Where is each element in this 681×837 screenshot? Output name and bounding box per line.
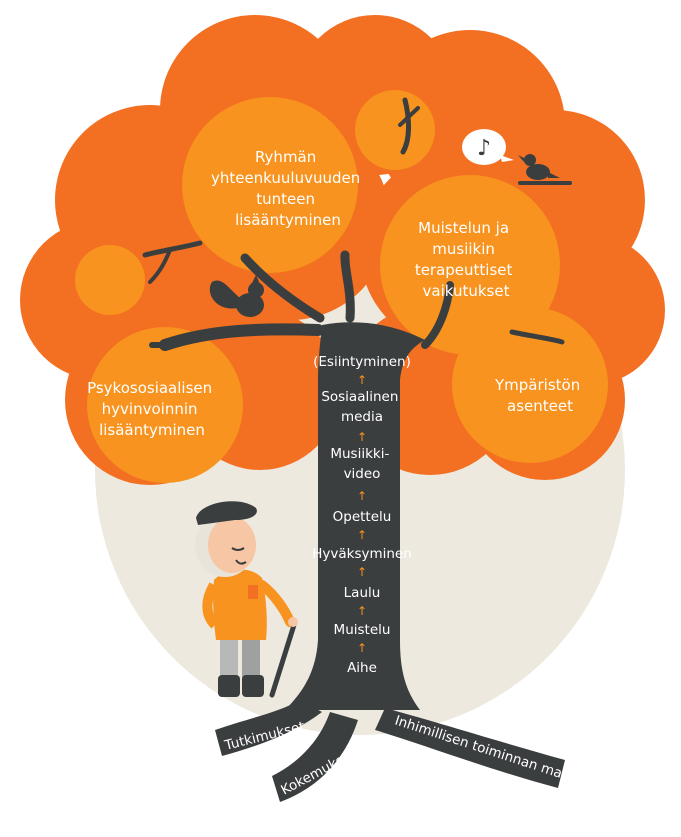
- trunk-steps: (Esiintyminen) ↑ Sosiaalinen media ↑ Mus…: [312, 354, 412, 676]
- step-acceptance: Hyväksyminen: [312, 546, 412, 562]
- arrow-icon: ↑: [357, 373, 367, 387]
- grandpa-shirt: [213, 569, 267, 640]
- roots: [215, 700, 565, 802]
- arrow-icon: ↑: [357, 641, 367, 655]
- step-performing: (Esiintyminen): [313, 354, 411, 370]
- label-music-effects: Muistelun ja musiikin terapeuttiset vaik…: [415, 219, 517, 300]
- grandpa-cap: [196, 501, 257, 525]
- arrow-icon: ↑: [357, 489, 367, 503]
- step-singing: Laulu: [344, 585, 381, 601]
- blob-psycho: [87, 327, 243, 483]
- tree-trunk: [285, 322, 425, 710]
- squirrel-icon: [209, 275, 264, 317]
- label-group-belonging: Ryhmän yhteenkuuluvuuden tunteen lisäänt…: [211, 148, 365, 229]
- grandpa-leg-right: [242, 630, 260, 680]
- step-learning: Opettelu: [333, 509, 392, 525]
- branches: [142, 97, 572, 351]
- step-reminiscing: Muistelu: [334, 622, 391, 638]
- root-experiences: [272, 712, 358, 802]
- bird-icon: [518, 154, 560, 180]
- grandpa-shoe-left: [218, 675, 240, 697]
- step-social-media: Sosiaalinen media: [321, 389, 402, 425]
- arrow-icon: ↑: [357, 604, 367, 618]
- step-music-video: Musiikki- video: [330, 446, 393, 482]
- blob-environment: [452, 307, 608, 463]
- blob-group: [182, 97, 358, 273]
- grandpa-leg-left: [220, 630, 238, 680]
- walking-cane: [269, 622, 297, 698]
- label-psychosocial: Psykososiaalisen hyvinvoinnin lisääntymi…: [87, 379, 217, 439]
- label-environment: Ympäristön asenteet: [494, 376, 585, 415]
- root-model: [375, 708, 565, 788]
- crown-highlights: [75, 90, 608, 483]
- root-research: [215, 700, 322, 756]
- grandpa-shoe-right: [242, 675, 264, 697]
- root-label-model: Inhimillisen toiminnan malli: [393, 713, 575, 786]
- step-topic: Aihe: [347, 660, 377, 676]
- music-note-icon: ♪: [477, 136, 491, 161]
- arrow-icon: ↑: [357, 528, 367, 542]
- grandpa-figure: [195, 501, 298, 698]
- arrow-icon: ↑: [357, 430, 367, 444]
- arrow-icon: ↑: [357, 565, 367, 579]
- speech-bubble: ♪: [462, 129, 514, 165]
